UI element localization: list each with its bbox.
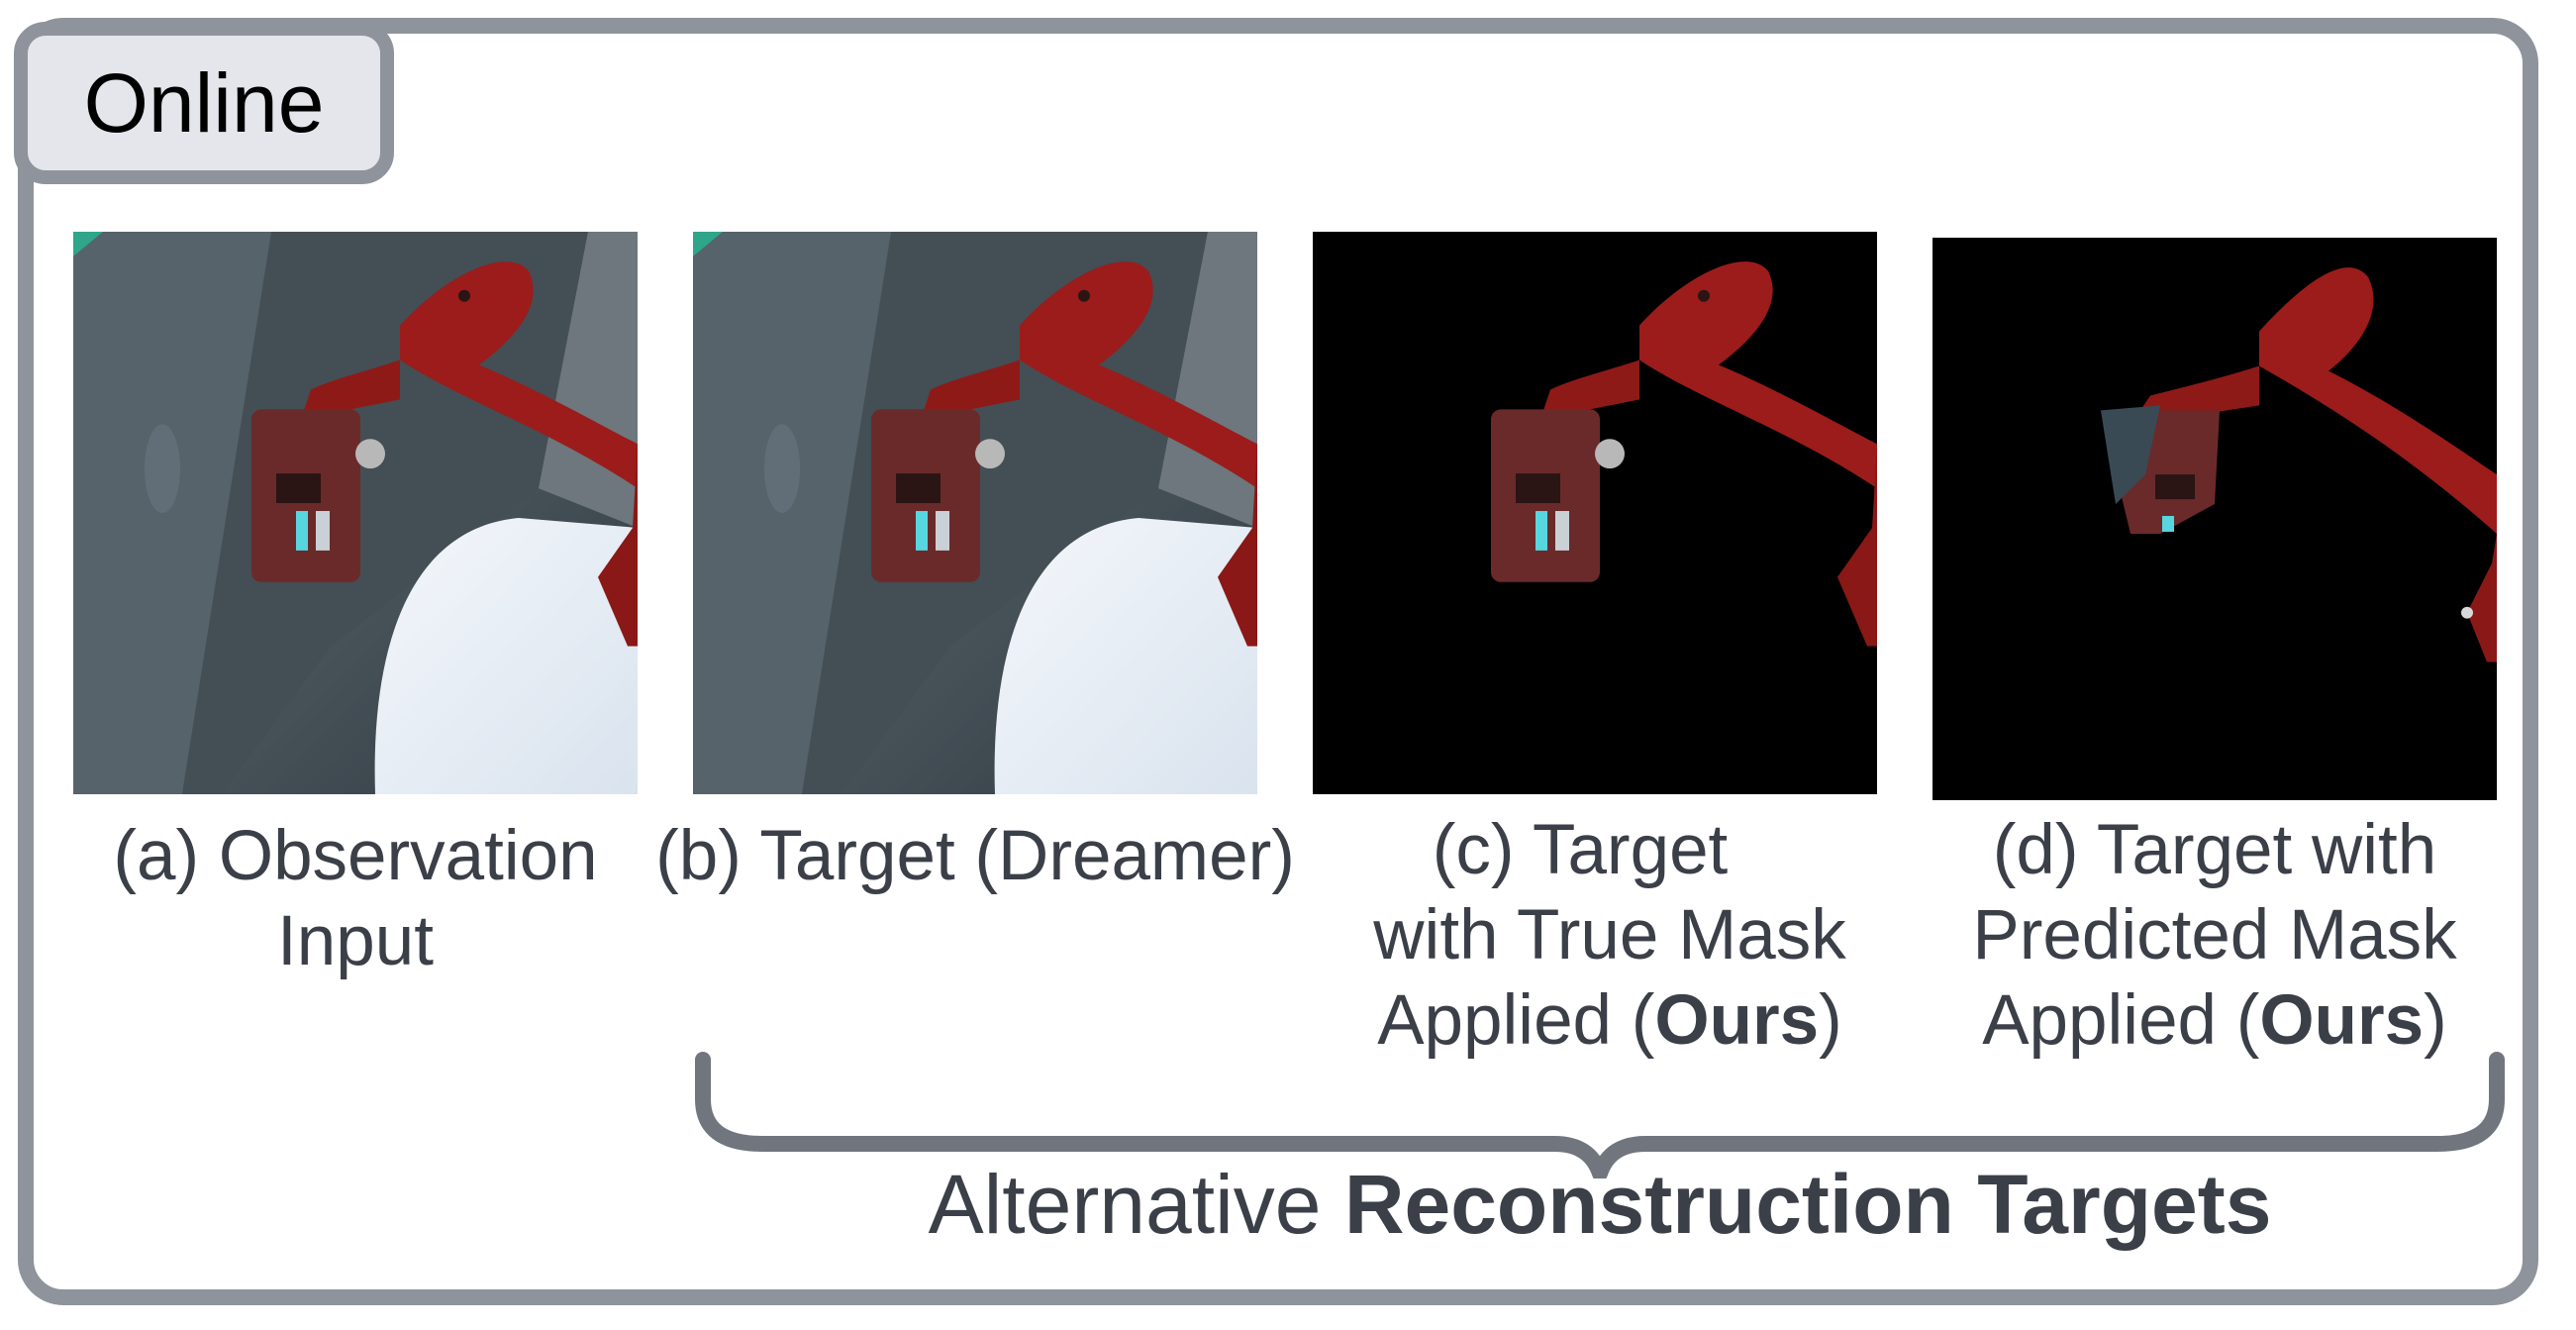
online-tag-label: Online <box>83 55 325 150</box>
group-label-bold: Reconstruction Targets <box>1343 1158 2272 1251</box>
caption-d: (d) Target with Predicted Mask Applied (… <box>1918 808 2512 1064</box>
caption-c-line-3: Applied (Ours) <box>1377 981 1842 1060</box>
caption-d-line-1: (d) Target with <box>1992 811 2437 889</box>
group-label-normal: Alternative <box>928 1158 1322 1251</box>
panel-a-observation-image <box>73 232 638 794</box>
caption-c-line-1: (c) Target <box>1432 811 1729 889</box>
caption-a: (a) Observation Input <box>59 814 651 984</box>
caption-c-line-2: with True Mask <box>1373 896 1846 974</box>
online-tag: Online <box>14 22 394 184</box>
caption-d-line-3: Applied (Ours) <box>1982 981 2447 1060</box>
caption-c: (c) Target with True Mask Applied (Ours) <box>1313 808 1907 1064</box>
group-brace <box>695 1052 2505 1178</box>
caption-b: (b) Target (Dreamer) <box>644 814 1307 899</box>
caption-c-ours: Ours <box>1654 981 1820 1060</box>
caption-d-ours: Ours <box>2259 981 2425 1060</box>
caption-a-line-2: Input <box>277 902 434 980</box>
group-label: Alternative Reconstruction Targets <box>693 1157 2507 1253</box>
caption-a-line-1: (a) Observation <box>113 817 598 895</box>
panel-b-dreamer-target-image <box>693 232 1257 794</box>
panel-d-predicted-mask-image <box>1932 238 2497 800</box>
caption-b-line-1: (b) Target (Dreamer) <box>655 817 1295 895</box>
panel-c-true-mask-image <box>1313 232 1877 794</box>
caption-d-line-2: Predicted Mask <box>1972 896 2457 974</box>
